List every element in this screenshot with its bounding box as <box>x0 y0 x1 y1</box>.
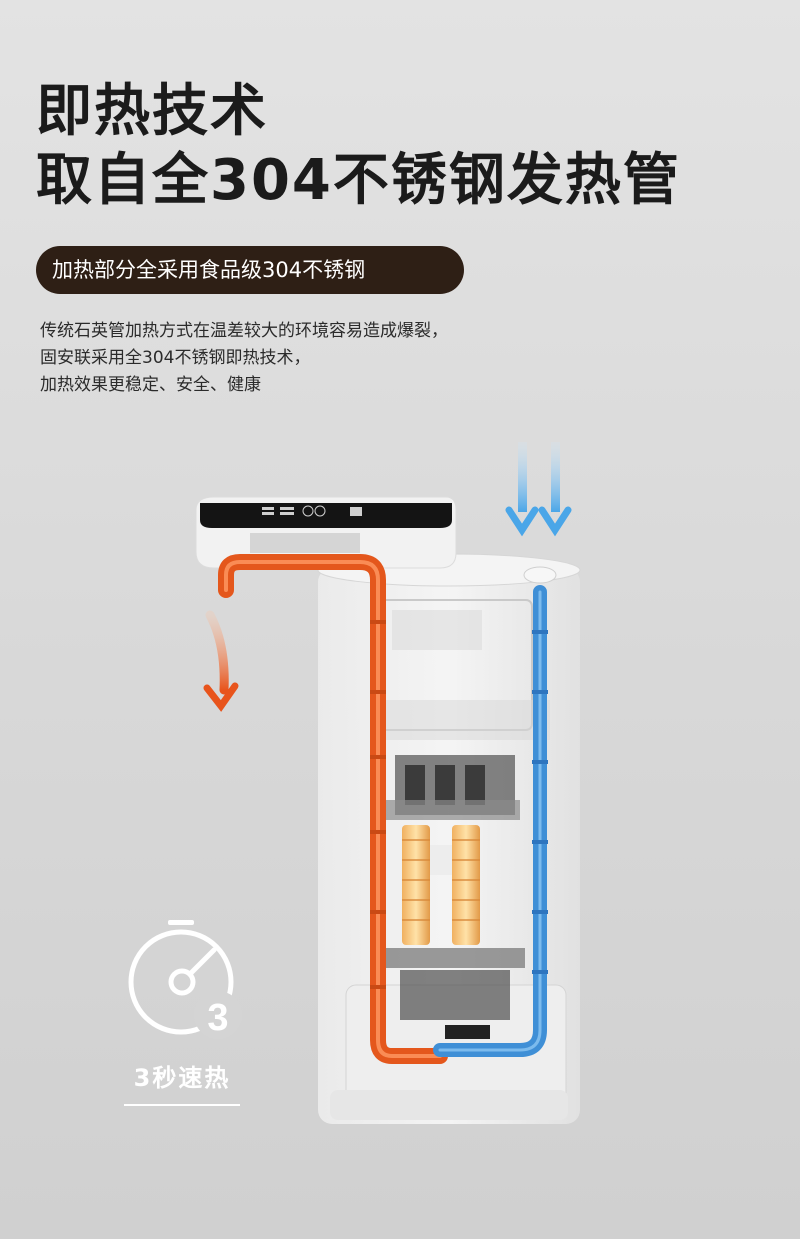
description: 传统石英管加热方式在温差较大的环境容易造成爆裂， 固安联采用全304不锈钢即热技… <box>40 318 560 399</box>
heading-line-1: 即热技术 <box>36 79 268 144</box>
heading-line-2: 取自全304不锈钢发热管 <box>36 148 681 213</box>
badge-underline <box>124 1104 240 1106</box>
feature-tag: 加热部分全采用食品级304不锈钢 <box>36 246 464 294</box>
control-panel <box>195 496 457 569</box>
heating-core <box>385 755 525 1039</box>
badge-number: 3 <box>207 997 228 1039</box>
hot-water-pipe <box>218 554 448 1064</box>
cold-water-in-arrow-icon <box>505 442 572 537</box>
description-line-3: 加热效果更稳定、安全、健康 <box>40 375 261 395</box>
hot-water-out-arrow-icon <box>203 610 239 712</box>
description-line-2: 固安联采用全304不锈钢即热技术， <box>40 348 311 368</box>
badge-label: 3秒速热 <box>133 1064 231 1092</box>
description-line-1: 传统石英管加热方式在温差较大的环境容易造成爆裂， <box>40 321 448 341</box>
cold-water-pipe <box>433 566 557 1057</box>
stopwatch-icon <box>128 920 242 1039</box>
